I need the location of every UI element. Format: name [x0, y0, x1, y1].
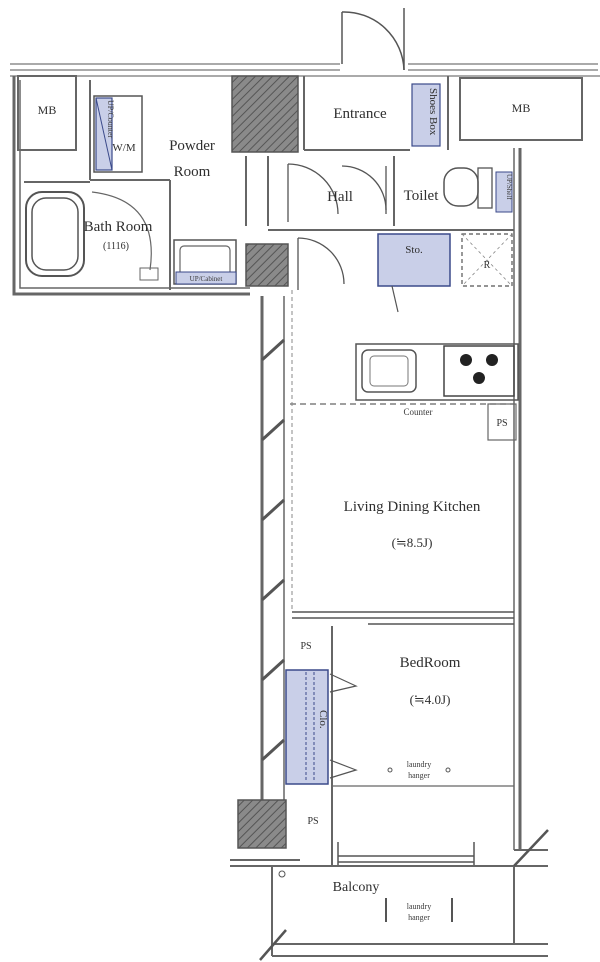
toilet-bowl: [443, 167, 479, 207]
ps-kitchen-box: [487, 403, 517, 441]
laundry-bedroom-label-1: laundry: [407, 760, 431, 769]
structural-column-bottom: [237, 799, 287, 849]
mb-left-label: MB: [38, 103, 57, 117]
laundry-balcony-label-2: hanger: [408, 913, 430, 922]
powder-room-label-1: Powder: [169, 138, 215, 154]
kitchen-counter: [355, 343, 519, 401]
bath-room-label: Bath Room: [84, 219, 153, 235]
hall-walls: [245, 156, 514, 231]
bedroom-size-label: (≒4.0J): [410, 692, 451, 707]
fridge-diagonal-2: [461, 233, 513, 287]
hall-doors: [287, 163, 387, 290]
storage-door: [391, 285, 399, 313]
mb-right-label: MB: [512, 101, 531, 115]
counter-label: Counter: [404, 407, 433, 417]
kitchen-sink-inner: [369, 355, 409, 387]
laundry-hook-right: [445, 767, 451, 773]
entrance-door: [341, 8, 405, 71]
bath-door-arc: [91, 191, 152, 271]
bathtub-inner: [31, 197, 79, 271]
wm-label: W/M: [112, 142, 135, 154]
wet-area-partitions: [18, 76, 171, 290]
wall-hatching: [260, 338, 286, 762]
bath-size-label: (1116): [103, 241, 129, 252]
balcony-drain: [278, 870, 286, 878]
powder-room-label-2: Room: [174, 164, 211, 180]
laundry-balcony-label-1: laundry: [407, 902, 431, 911]
balcony-hatch: [259, 929, 287, 961]
refrigerator-label: R: [484, 260, 491, 271]
closet-box: [285, 669, 329, 785]
laundry-bedroom-label-2: hanger: [408, 771, 430, 780]
up-cabinet-box: [175, 271, 237, 285]
burners: [460, 354, 498, 384]
ldk-label: Living Dining Kitchen: [344, 499, 481, 515]
balcony-label: Balcony: [333, 880, 380, 895]
refrigerator-box: [461, 233, 513, 287]
shoes-box: [411, 83, 441, 147]
ps-lower-label: PS: [307, 816, 318, 827]
mb-right-box: [459, 77, 583, 141]
balcony-outline: [230, 849, 548, 957]
structural-column-mid: [245, 243, 289, 287]
closet-label: Clo.: [317, 710, 329, 729]
laundry-hook-left: [387, 767, 393, 773]
up-counter-label: UP/Counter: [106, 100, 115, 139]
bathtub-outer: [25, 191, 85, 277]
storage-box: [377, 233, 451, 287]
ps-bedroom-label: PS: [300, 641, 311, 652]
storage-label: Sto.: [405, 244, 423, 256]
bath-faucet: [139, 267, 159, 281]
up-shelf-box: [495, 171, 513, 213]
balcony-window: [337, 842, 475, 866]
hall-label: Hall: [327, 189, 353, 205]
wm-space: [93, 95, 143, 173]
top-boundary: [10, 63, 600, 77]
ldk-size-label: (≒8.5J): [392, 535, 433, 550]
sliding-partition: [292, 611, 514, 625]
toilet-label: Toilet: [404, 188, 440, 204]
up-shelf-label: UP/Shelf: [505, 174, 513, 200]
cooktop: [443, 345, 515, 397]
up-cabinet-label: UP/Cabinet: [190, 275, 223, 283]
entrance-walls: [303, 76, 449, 151]
up-counter-diagonal: [95, 97, 113, 171]
kitchen-sink: [361, 349, 417, 393]
structural-column-top: [231, 75, 299, 153]
closet-doors: [329, 673, 358, 779]
bedroom-label: BedRoom: [400, 655, 461, 671]
shoes-box-label: Shoes Box: [427, 88, 439, 136]
toilet-tank: [477, 167, 493, 209]
ps-kitchen-label: PS: [496, 418, 507, 429]
balcony-hatch-right: [513, 829, 549, 867]
entrance-label: Entrance: [333, 106, 387, 122]
